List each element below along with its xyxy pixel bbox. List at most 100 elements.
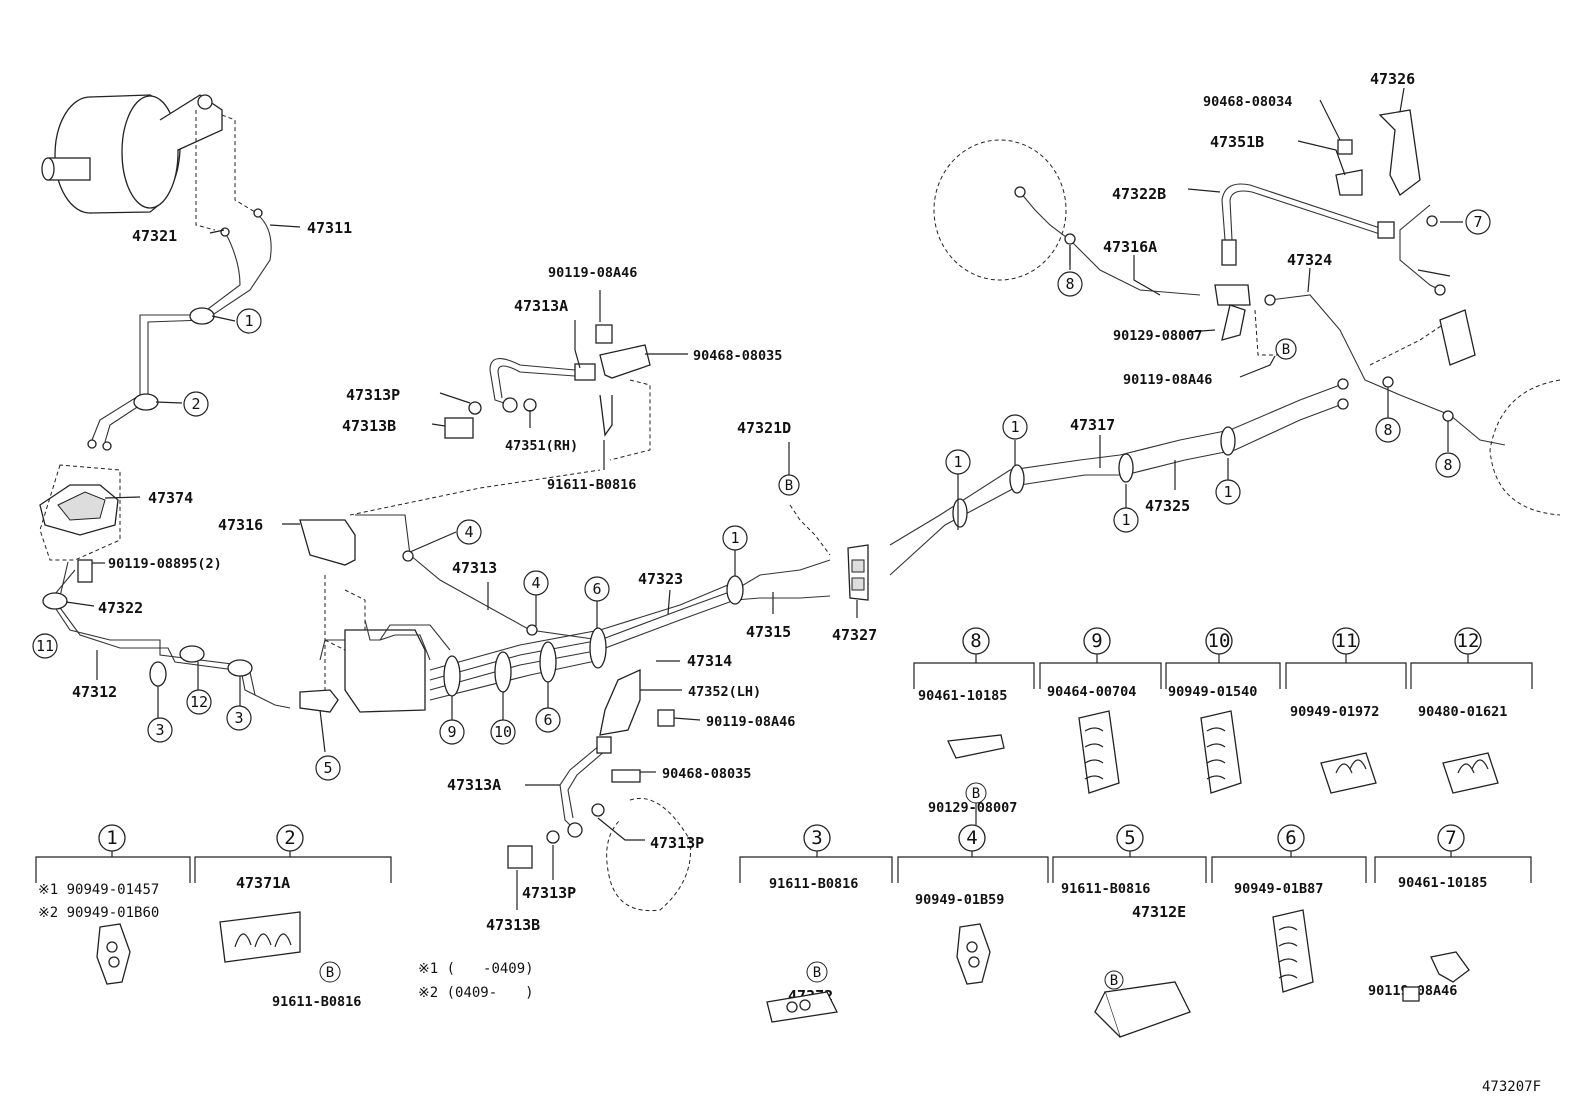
part-label: 90129-08007 xyxy=(1113,328,1202,344)
callout-label: B xyxy=(326,965,334,981)
legend-part-number: ※1 90949-01457 xyxy=(38,882,159,898)
part-label: 47313 xyxy=(452,559,497,577)
callout-2: 2 xyxy=(183,391,209,417)
callout-B: B xyxy=(1275,338,1297,360)
part-label: 47351B xyxy=(1210,133,1264,151)
hose-47313A-upper xyxy=(444,324,651,439)
legend-icon-4 xyxy=(956,923,991,985)
part-label: 47313P xyxy=(522,884,576,902)
clamp-3-right xyxy=(227,659,253,677)
clamp-6-a xyxy=(539,641,557,683)
callout-label: 1 xyxy=(730,529,739,547)
callout-4: 4 xyxy=(456,519,482,545)
part-label: 47317 xyxy=(1070,416,1115,434)
legend-ref: 2 xyxy=(284,827,295,849)
callout-3: 3 xyxy=(226,705,252,731)
callout-label: 7 xyxy=(1473,213,1482,231)
part-label: 47322B xyxy=(1112,185,1166,203)
callout-8: 8 xyxy=(1057,271,1083,297)
legend-part-number: 90949-01540 xyxy=(1168,684,1257,700)
clamp-1-r1 xyxy=(952,498,968,528)
legend-icon-12 xyxy=(1442,752,1499,794)
legend-icon-8: B xyxy=(947,734,1005,825)
clamp-10 xyxy=(494,651,512,693)
callout-1: 1 xyxy=(722,525,748,551)
callout-1: 1 xyxy=(236,308,262,334)
callout-label: B xyxy=(785,478,793,494)
callout-label: B xyxy=(1110,973,1118,989)
clamp-1-center xyxy=(726,575,744,605)
leader-lines xyxy=(65,87,1463,910)
callout-1: 1 xyxy=(1002,414,1028,440)
callout-9: 9 xyxy=(439,719,465,745)
legend-icon-7 xyxy=(1402,951,1470,1002)
legend-ref: 12 xyxy=(1457,630,1480,652)
legend-part-number: 90129-08007 xyxy=(928,800,1017,816)
junction-47321D xyxy=(847,544,869,601)
callout-1: 1 xyxy=(945,449,971,475)
legend-ref: 10 xyxy=(1208,630,1231,652)
rear-wheel-right xyxy=(1439,309,1561,516)
legend-icon-5: B xyxy=(1094,970,1191,1038)
clamp-2-front xyxy=(133,393,159,411)
callout-6: 6 xyxy=(535,707,561,733)
callout-1: 1 xyxy=(1113,507,1139,533)
callout-label: 1 xyxy=(953,453,962,471)
part-label: 47325 xyxy=(1145,497,1190,515)
clamp-3-left xyxy=(149,661,167,687)
callout-label: 5 xyxy=(323,759,332,777)
legend-ref: 8 xyxy=(970,630,981,652)
legend-part-number: 91611-B0816 xyxy=(272,994,361,1010)
callout-label: 1 xyxy=(244,312,253,330)
center-pipes xyxy=(355,514,831,701)
legend-icon-10 xyxy=(1200,710,1242,794)
legend-part-number: 91611-B0816 xyxy=(1061,881,1150,897)
callout-5: 5 xyxy=(315,755,341,781)
legend-icon-3: B xyxy=(766,961,838,1023)
clamp-1-r4 xyxy=(1220,426,1236,456)
brake-booster xyxy=(41,94,223,214)
callout-label: 3 xyxy=(155,721,164,739)
proportioning-valve-47374 xyxy=(39,484,119,536)
callout-label: 10 xyxy=(494,723,512,741)
part-label: 90119-08A46 xyxy=(706,714,795,730)
callout-10: 10 xyxy=(490,719,516,745)
callout-8: 8 xyxy=(1435,452,1461,478)
legend-part-number: 47312E xyxy=(1132,903,1186,921)
part-label: 47312 xyxy=(72,683,117,701)
part-label: 90119-08A46 xyxy=(1123,372,1212,388)
callout-label: 8 xyxy=(1065,275,1074,293)
legend-icon-6 xyxy=(1272,909,1314,993)
legend-part-number: 90949-01B59 xyxy=(915,892,1004,908)
callout-4: 4 xyxy=(523,570,549,596)
part-label: 47327 xyxy=(832,626,877,644)
part-label: 47321D xyxy=(737,419,791,437)
footnote-2: ※2 (0409- ) xyxy=(418,985,534,1001)
callout-label: 11 xyxy=(36,637,54,655)
legend-part-number: 90949-01972 xyxy=(1290,704,1379,720)
callout-8: 8 xyxy=(1375,417,1401,443)
legend-box-10: 10 90949-01540 xyxy=(1165,627,1281,794)
callout-11: 11 xyxy=(32,633,58,659)
callout-label: 6 xyxy=(543,711,552,729)
clamp-12 xyxy=(179,645,205,663)
legend-icon-9 xyxy=(1078,710,1120,794)
clamp-9 xyxy=(443,655,461,697)
legend-ref: 6 xyxy=(1285,827,1296,849)
part-label: 47313P xyxy=(650,834,704,852)
hose-47316A xyxy=(1214,183,1395,341)
part-label: 47352(LH) xyxy=(688,684,761,700)
callout-7: 7 xyxy=(1465,209,1491,235)
bracket-47351B xyxy=(1335,109,1421,196)
callout-label: 9 xyxy=(447,723,456,741)
part-label: 47324 xyxy=(1287,251,1332,269)
part-label: 90468-08035 xyxy=(693,348,782,364)
part-label: 47374 xyxy=(148,489,193,507)
diagram-code: 473207F xyxy=(1482,1079,1541,1095)
clamp-1-r2 xyxy=(1009,464,1025,494)
